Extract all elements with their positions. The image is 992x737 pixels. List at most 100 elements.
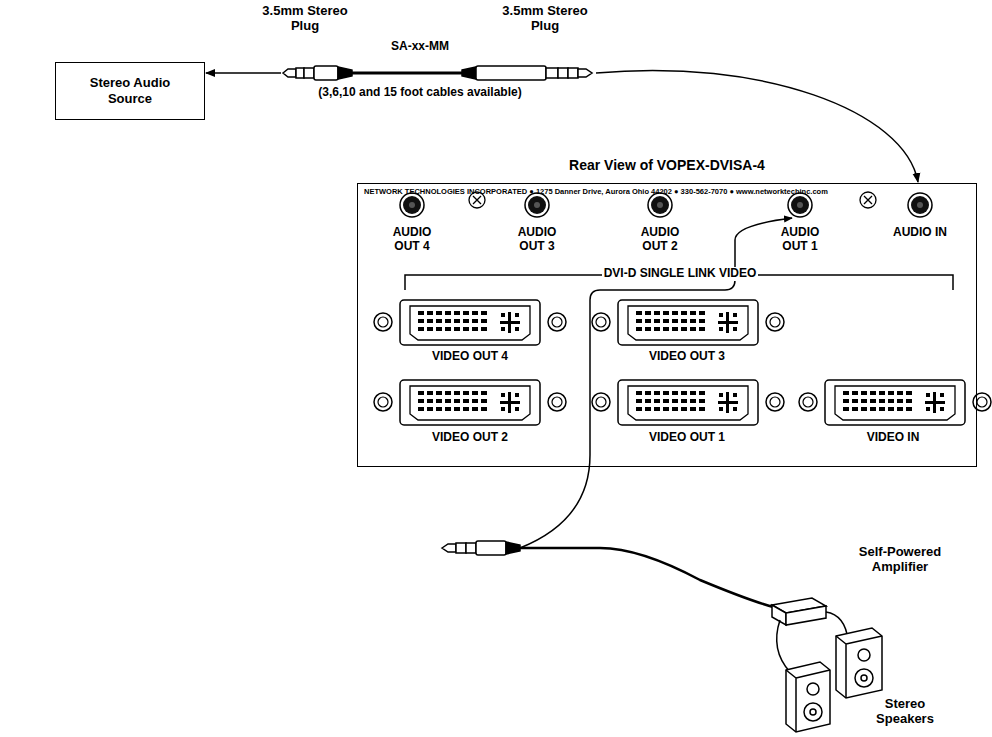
panel-part (592, 393, 610, 411)
panel-part (726, 392, 729, 413)
panel-part (733, 393, 737, 397)
panel-part (445, 319, 451, 323)
panel-parts (374, 192, 991, 425)
audio-jack (400, 193, 424, 217)
panel-part (445, 391, 451, 395)
panel-part (672, 319, 678, 323)
panel-part (852, 391, 858, 395)
panel-part (418, 407, 424, 411)
panel-part (733, 407, 737, 411)
panel-part (645, 327, 651, 331)
panel-part (596, 317, 606, 327)
panel-part (378, 397, 388, 407)
panel-part (445, 311, 451, 315)
panel-part (463, 399, 469, 403)
panel-part (525, 193, 549, 217)
panel-part (681, 327, 687, 331)
panel-part (690, 311, 696, 315)
panel-part (552, 397, 562, 407)
panel-part (515, 393, 519, 397)
jack-label: AUDIO OUT 1 (769, 226, 831, 254)
cable-label: (3,6,10 and 15 foot cables available) (316, 86, 523, 100)
panel-part (733, 327, 737, 331)
panel-part (672, 327, 678, 331)
panel-part (870, 407, 876, 411)
panel-part (926, 407, 930, 411)
panel-part (436, 407, 442, 411)
jack-label: AUDIO IN (891, 226, 949, 240)
panel-part (472, 311, 478, 315)
panel-part (400, 380, 540, 425)
panel-part (463, 391, 469, 395)
panel-part (508, 392, 511, 413)
panel-part (940, 393, 944, 397)
panel-part (410, 306, 530, 340)
panel-part (472, 319, 478, 323)
panel-part (418, 327, 424, 331)
panel-part (410, 386, 530, 420)
panel-part (636, 319, 642, 323)
panel-part (791, 196, 809, 214)
panel-part (628, 306, 748, 340)
panel-part (766, 313, 784, 331)
panel-part (592, 313, 610, 331)
panel-part (400, 193, 424, 217)
port-label: VIDEO OUT 2 (430, 431, 510, 445)
panel-part (463, 319, 469, 323)
panel-part (436, 311, 442, 315)
panel-part (672, 391, 678, 395)
panel-part (860, 192, 876, 208)
panel-part (690, 407, 696, 411)
panel-part (825, 380, 965, 425)
panel-part (861, 399, 867, 403)
panel-part (940, 407, 944, 411)
panel-part (427, 407, 433, 411)
panel-part (645, 311, 651, 315)
panel-part (481, 399, 487, 403)
dvi-connector (592, 300, 784, 345)
dvi-connector (592, 380, 784, 425)
panel-part (888, 399, 894, 403)
panel-part (427, 319, 433, 323)
panel-part (843, 391, 849, 395)
box-text: Stereo Audio Source (75, 75, 185, 106)
panel-part (445, 407, 451, 411)
panel-part (436, 319, 442, 323)
panel-part (803, 397, 813, 407)
panel-part (699, 327, 705, 331)
panel-part (897, 407, 903, 411)
panel-part (719, 313, 723, 317)
panel-part (427, 391, 433, 395)
cable-connector (206, 70, 918, 182)
panel-part (454, 319, 460, 323)
port-label: VIDEO OUT 3 (647, 350, 727, 364)
panel-part (770, 317, 780, 327)
panel-part (699, 407, 705, 411)
panel-part (515, 327, 519, 331)
panel-part (481, 407, 487, 411)
panel-part (690, 391, 696, 395)
panel-part (454, 407, 460, 411)
port-label: VIDEO OUT 4 (430, 350, 510, 364)
port-label: DVI-D SINGLE LINK VIDEO (602, 267, 759, 281)
panel-part (636, 391, 642, 395)
panel-part (445, 327, 451, 331)
audio-jack (788, 193, 812, 217)
cable-label: SA-xx-MM (389, 40, 451, 54)
panel-part (663, 319, 669, 323)
panel-part (418, 311, 424, 315)
panel-part (418, 399, 424, 403)
panel-part (454, 327, 460, 331)
panel-part (374, 393, 392, 411)
panel-part (645, 391, 651, 395)
panel-part (663, 311, 669, 315)
panel-part (719, 393, 723, 397)
panel-part (908, 193, 932, 217)
panel-part (797, 202, 803, 208)
panel-part (409, 202, 415, 208)
panel-part (835, 386, 955, 420)
panel-part (733, 313, 737, 317)
panel-part (374, 313, 392, 331)
